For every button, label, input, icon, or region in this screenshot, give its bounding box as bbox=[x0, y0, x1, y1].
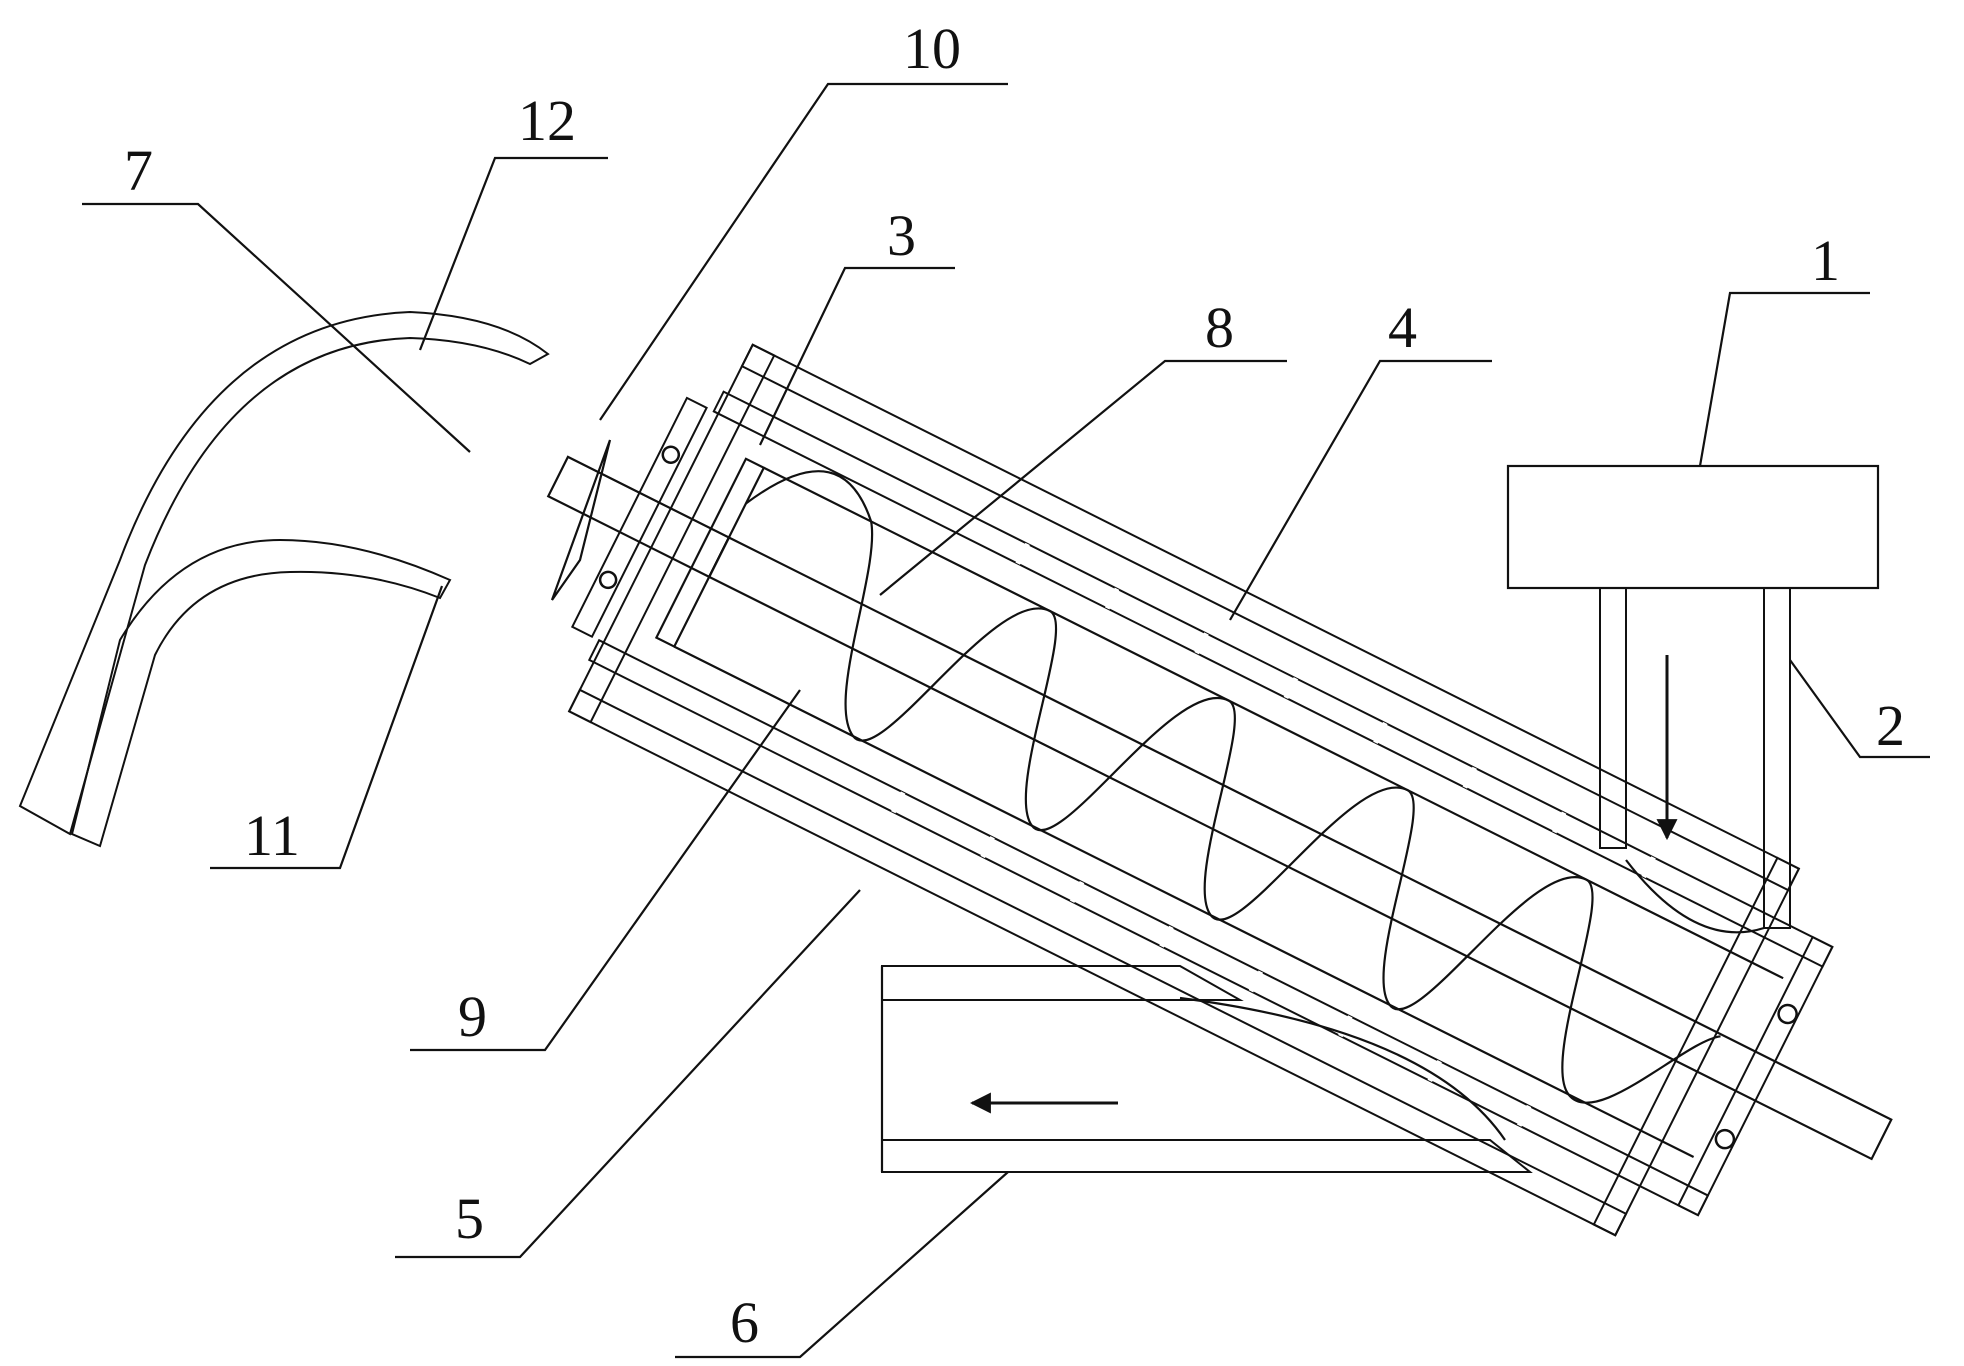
callout-7: 7 bbox=[124, 138, 153, 203]
callout-8: 8 bbox=[1205, 295, 1234, 360]
scraper-blade bbox=[550, 439, 612, 601]
callout-3: 3 bbox=[887, 203, 916, 268]
callout-1: 1 bbox=[1811, 228, 1840, 293]
callout-2: 2 bbox=[1876, 693, 1905, 758]
callout-5: 5 bbox=[455, 1186, 484, 1251]
callout-11: 11 bbox=[244, 803, 300, 868]
screw-shaft bbox=[546, 455, 1893, 1161]
feed-inlet-pipe bbox=[1599, 587, 1791, 934]
outer-jacket bbox=[567, 343, 1801, 1237]
callout-9: 9 bbox=[458, 984, 487, 1049]
inner-barrel bbox=[570, 390, 1834, 1217]
spiral-blade bbox=[745, 470, 1721, 1104]
callout-6: 6 bbox=[730, 1290, 759, 1355]
curved-duct bbox=[18, 310, 550, 848]
discharge-outlet bbox=[880, 965, 1533, 1173]
leader-lines bbox=[82, 82, 1930, 1359]
callout-10: 10 bbox=[903, 16, 961, 81]
feed-hopper bbox=[1506, 464, 1880, 590]
callout-labels: 1 2 3 4 5 6 7 8 9 10 11 12 bbox=[124, 16, 1905, 1355]
callout-12: 12 bbox=[518, 88, 576, 153]
callout-4: 4 bbox=[1388, 295, 1417, 360]
